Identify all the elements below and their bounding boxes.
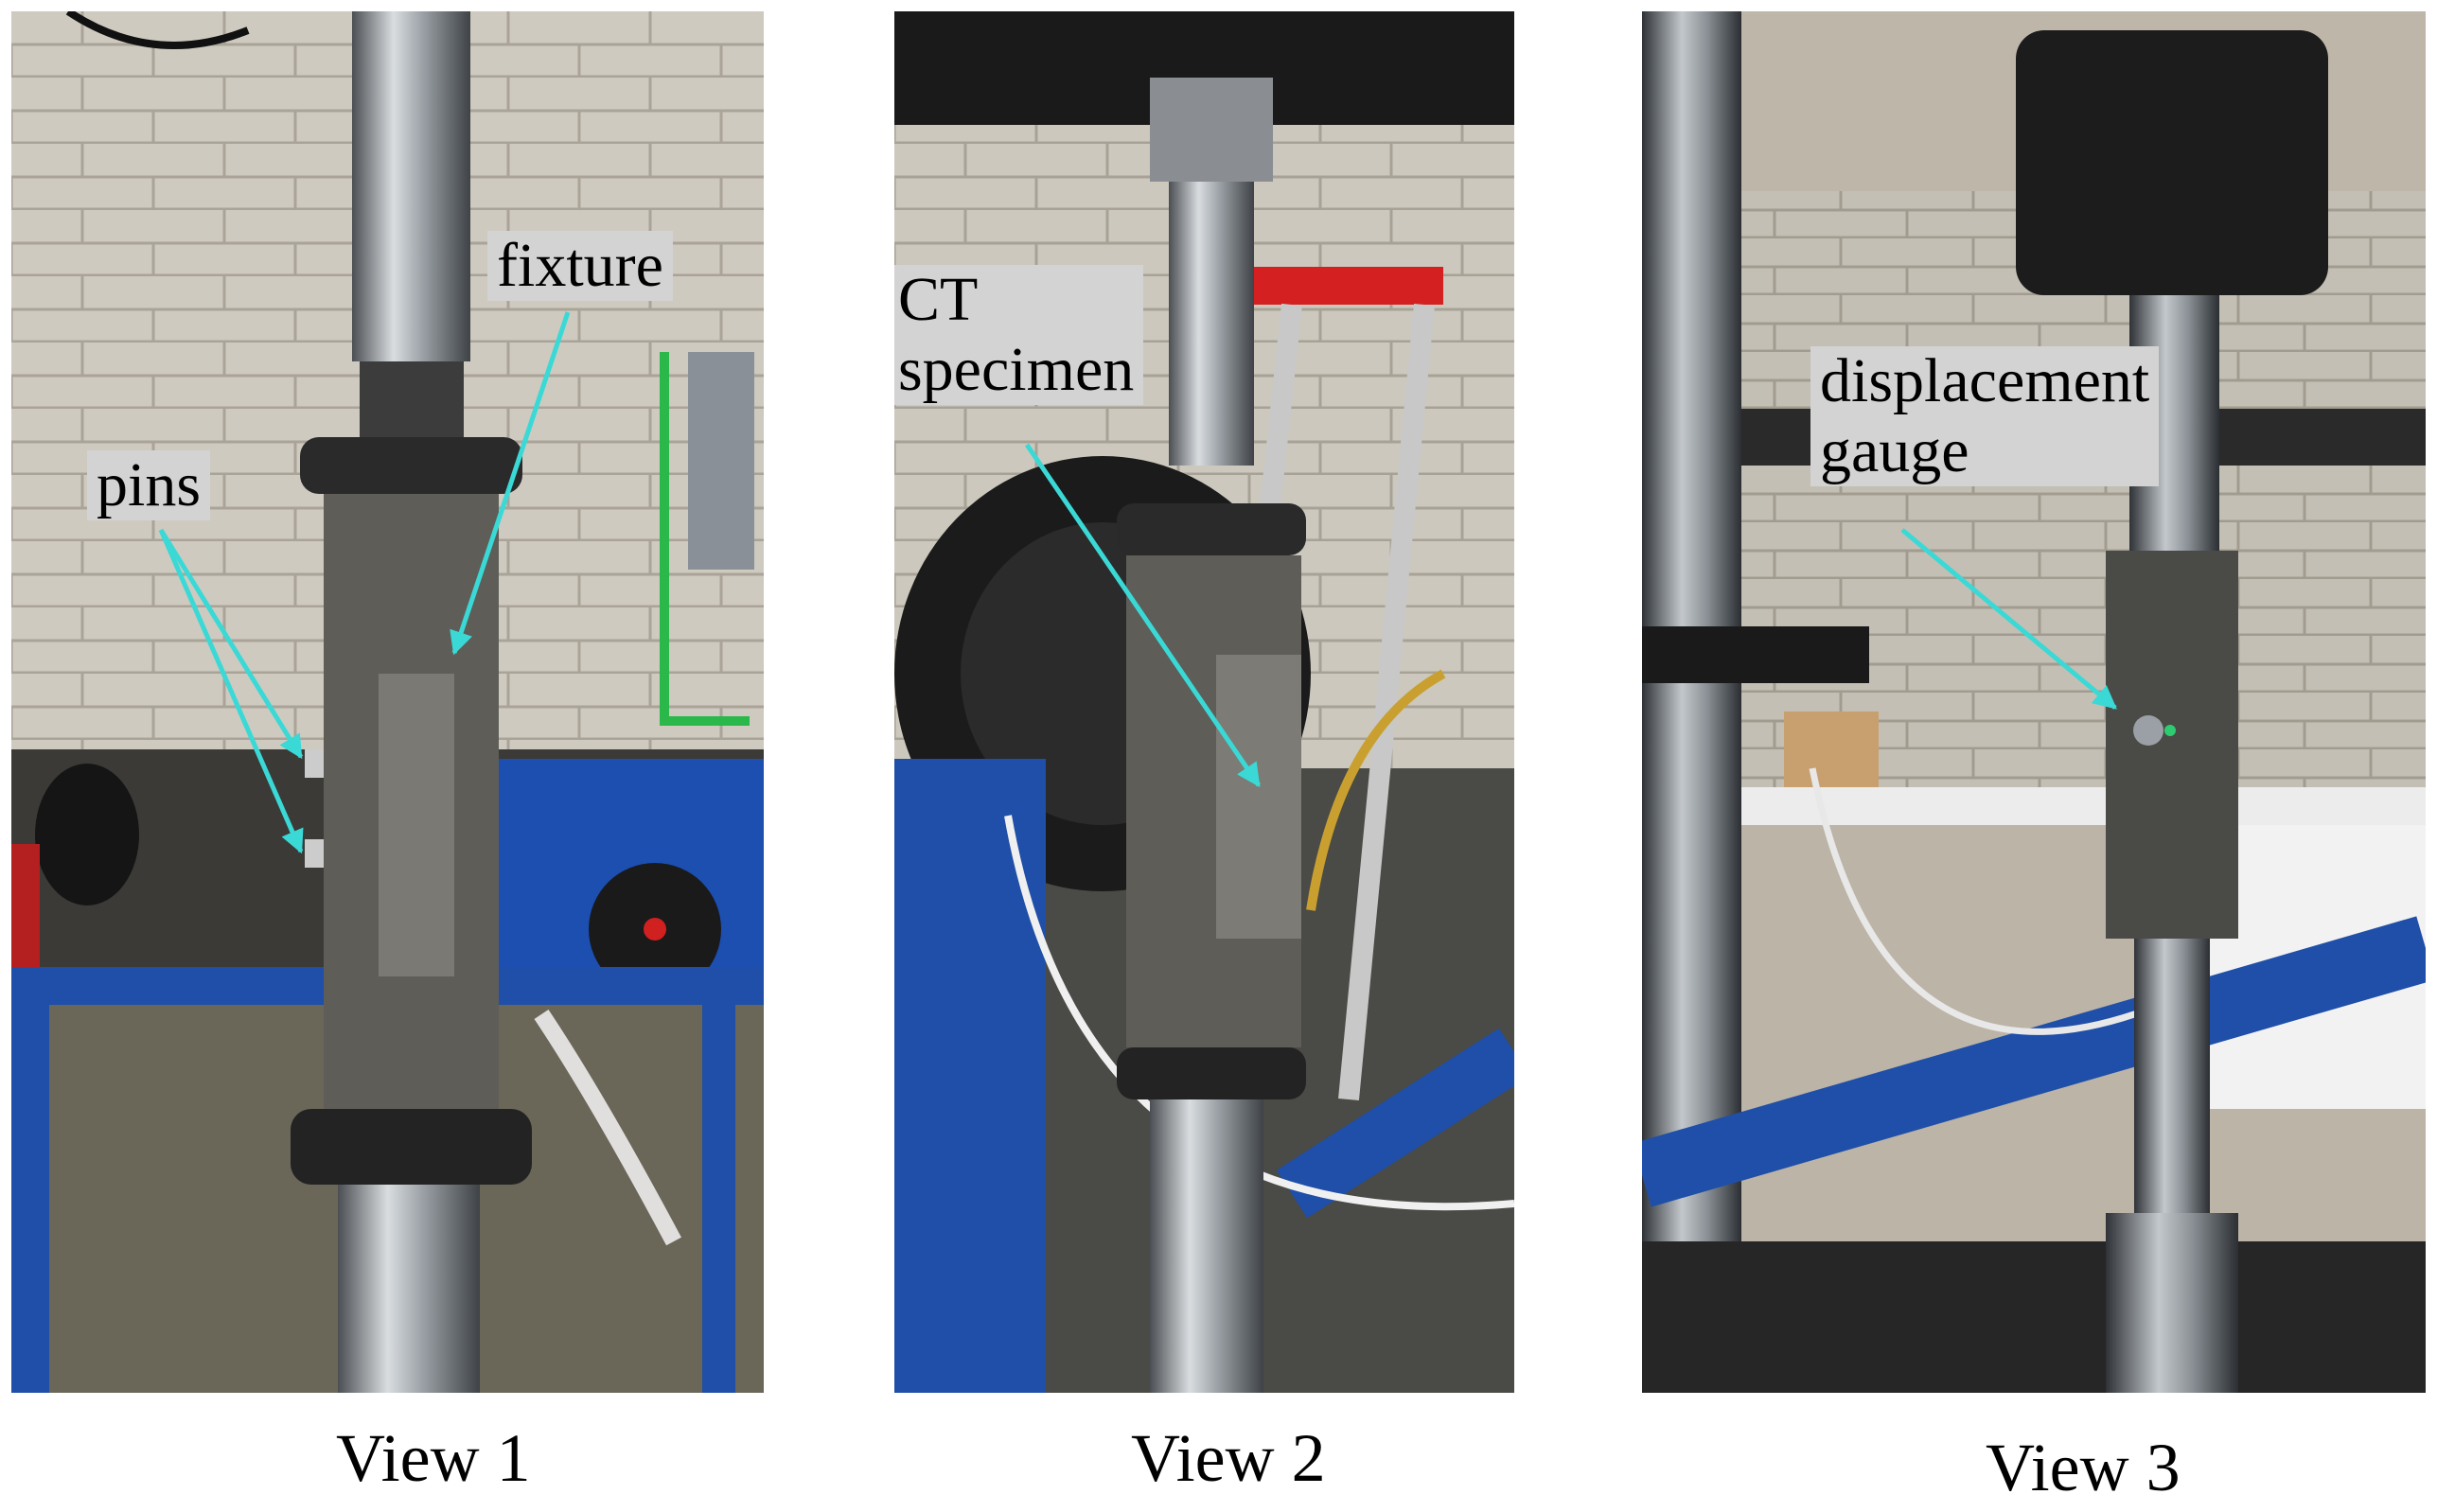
- label-ct-specimen-line-1: CT: [898, 265, 979, 334]
- caption-view-3: View 3: [1986, 1430, 2181, 1505]
- label-ct-specimen-line-2: specimen: [898, 335, 1135, 404]
- photo-view-3: displacement gauge: [1642, 11, 2426, 1393]
- caption-view-2: View 2: [1131, 1420, 1326, 1496]
- photo-view-3-scene: [1642, 11, 2426, 1393]
- label-displacement-gauge-line-2: gauge: [1820, 416, 1969, 485]
- label-fixture: fixture: [487, 231, 673, 301]
- photo-view-1-scene: [11, 11, 764, 1393]
- label-displacement-gauge-line-1: displacement: [1820, 346, 2150, 415]
- caption-view-1: View 1: [336, 1420, 531, 1496]
- photo-view-2-scene: [894, 11, 1514, 1393]
- label-displacement-gauge: displacement gauge: [1810, 346, 2160, 486]
- label-ct-specimen: CT specimen: [894, 265, 1144, 405]
- photo-view-1: fixture pins: [11, 11, 764, 1393]
- photo-view-2: CT specimen: [894, 11, 1514, 1393]
- label-fixture-line: fixture: [497, 231, 663, 300]
- label-pins-line: pins: [97, 450, 202, 519]
- label-pins: pins: [87, 450, 211, 520]
